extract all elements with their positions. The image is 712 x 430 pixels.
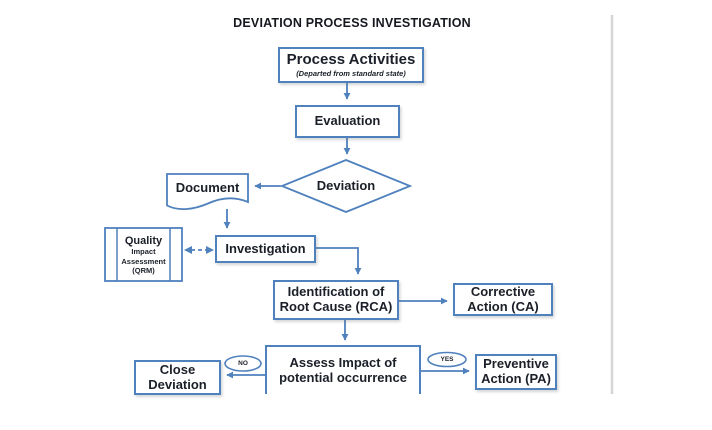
investigation-label: Investigation bbox=[225, 240, 306, 256]
flow-node-assess-impact: Assess Impact of potential occurrence bbox=[265, 345, 421, 394]
corrective-label-line1: Corrective bbox=[470, 283, 536, 299]
flow-node-evaluation: Evaluation bbox=[295, 105, 400, 138]
document-shape bbox=[166, 173, 249, 210]
flow-node-preventive-action: Preventive Action (PA) bbox=[475, 354, 557, 390]
flow-node-close-deviation: Close Deviation bbox=[134, 360, 221, 395]
rca-label-line1: Identification of bbox=[287, 284, 385, 300]
dashed-link-right-arrowhead-icon bbox=[206, 246, 214, 254]
rca-label-line2: Root Cause (RCA) bbox=[279, 299, 393, 314]
flow-node-process-activities: Process Activities (Departed from standa… bbox=[278, 47, 424, 83]
no-oval-shape bbox=[224, 355, 262, 372]
close-label-line1: Close bbox=[159, 361, 196, 377]
deviation-diamond-shape bbox=[279, 159, 413, 213]
preventive-label-line1: Preventive bbox=[483, 356, 549, 372]
flow-node-investigation: Investigation bbox=[215, 235, 316, 263]
assess-label-line2: potential occurrence bbox=[279, 369, 407, 385]
process-activities-subtitle: (Departed from standard state) bbox=[296, 68, 406, 78]
close-label-line2: Deviation bbox=[148, 376, 207, 392]
process-activities-label: Process Activities bbox=[286, 50, 416, 68]
arrow-investigation-to-rca bbox=[316, 247, 362, 275]
dashed-link-left-arrowhead-icon bbox=[184, 246, 192, 254]
corrective-label-line2: Action (CA) bbox=[467, 298, 539, 314]
yes-oval-shape bbox=[427, 351, 467, 368]
flow-node-corrective-action: Corrective Action (CA) bbox=[453, 283, 553, 316]
flow-node-root-cause: Identification of Root Cause (RCA) bbox=[273, 280, 399, 320]
preventive-label-line2: Action (PA) bbox=[481, 371, 551, 386]
diagram-title: DEVIATION PROCESS INVESTIGATION bbox=[233, 16, 471, 30]
assess-label-line1: Assess Impact of bbox=[289, 354, 397, 370]
evaluation-label: Evaluation bbox=[314, 113, 381, 129]
quality-box-shape bbox=[104, 227, 183, 282]
